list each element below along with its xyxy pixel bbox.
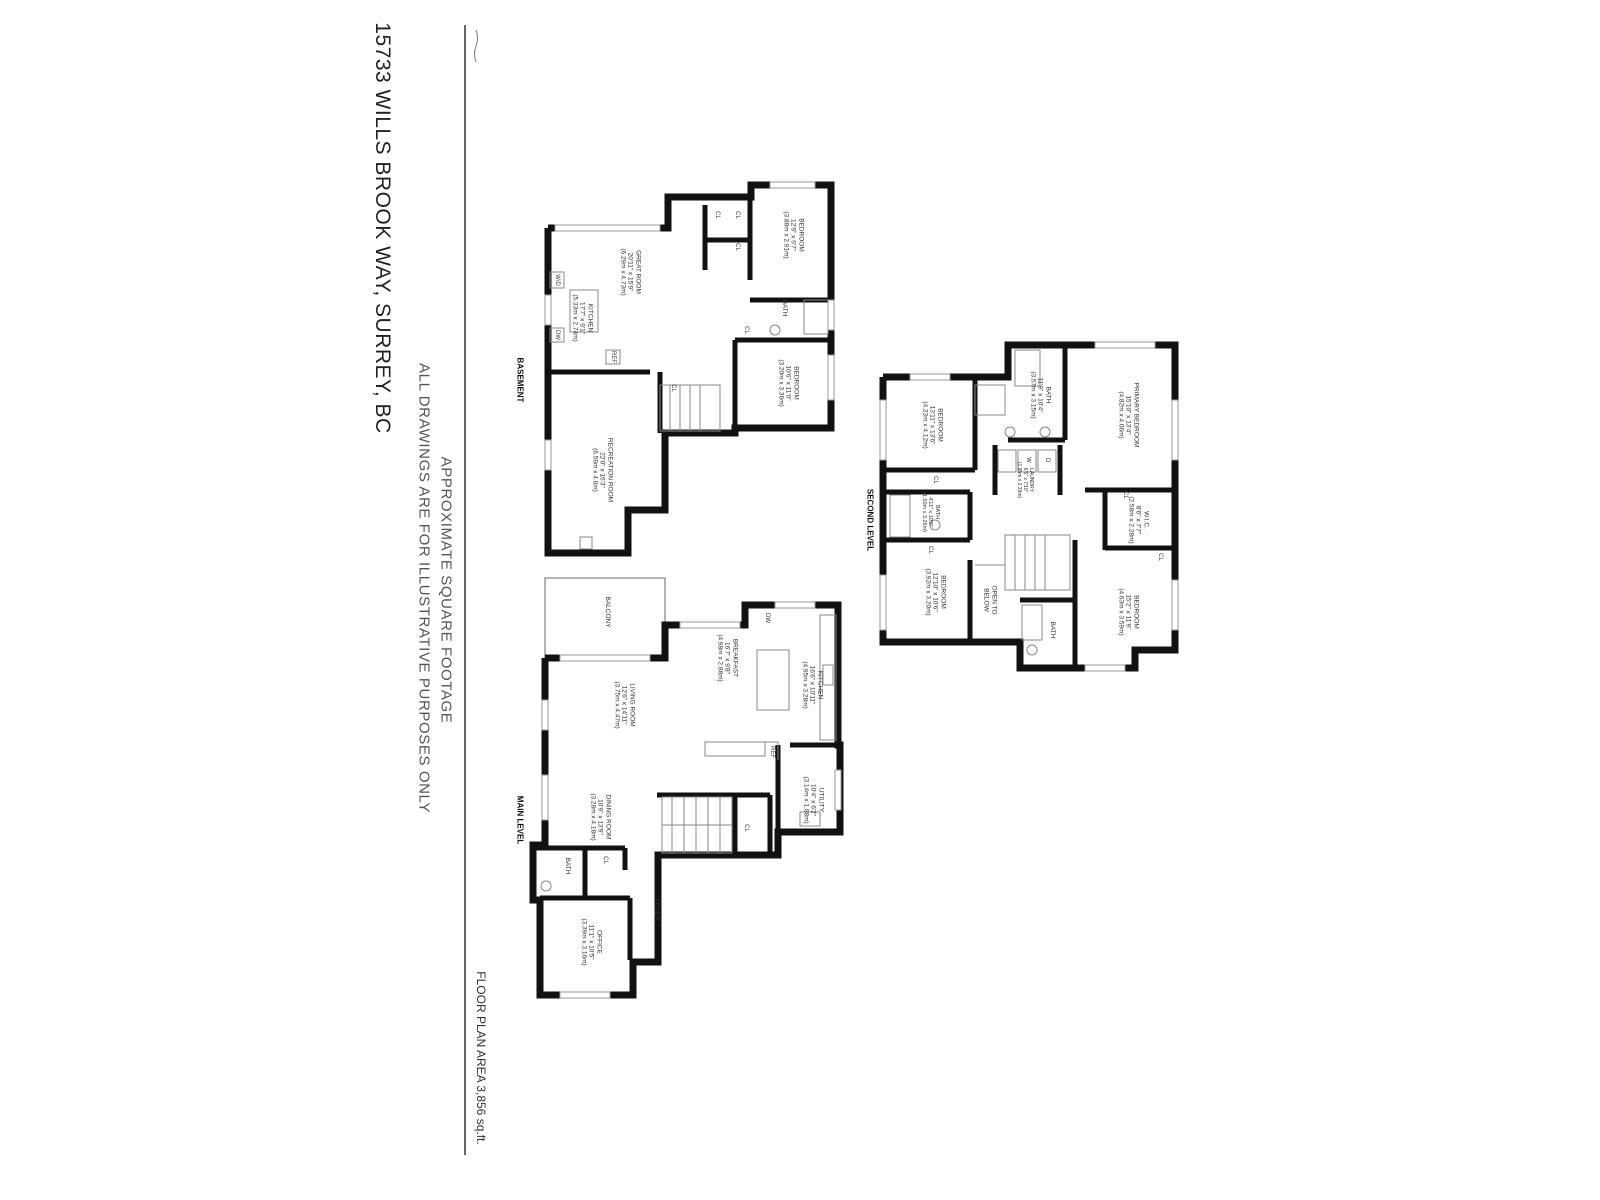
washer-dryer-label: W/D — [554, 274, 560, 286]
second-level-title: SECOND LEVEL — [865, 488, 875, 552]
closet-label: CL — [743, 326, 749, 334]
second-level-plan — [879, 341, 1179, 672]
fridge-label: REF — [769, 746, 775, 758]
closet-label: CL — [602, 856, 608, 864]
closet-label: CL — [932, 476, 938, 484]
closet-label: CL — [670, 384, 676, 392]
washer-label: W — [1025, 457, 1031, 463]
closet-label: CL — [714, 211, 720, 219]
closet-label: CL — [743, 824, 749, 832]
closet-label: CL — [734, 243, 740, 251]
basement-plan — [544, 181, 835, 557]
fridge-label: REF — [610, 351, 616, 363]
closet-label: CL — [1157, 553, 1163, 561]
room-label-basement-bath: BATH — [780, 299, 788, 317]
main-level-title: MAIN LEVEL — [515, 795, 525, 845]
room-label-walk-in-closet: W.I.C.8'6" x 7'7"(2.58m x 2.28m) — [1127, 496, 1150, 544]
room-label-main-bath: BATH — [563, 857, 571, 875]
room-label-balcony: BALCONY — [603, 596, 611, 628]
main-level-plan — [529, 577, 844, 999]
closet-label: CL — [927, 546, 933, 554]
room-label-foyer: FOYER — [652, 898, 660, 922]
dryer-label: D — [1044, 457, 1050, 463]
room-label-bath-3: BATH — [1048, 621, 1056, 639]
closet-label: CL — [1122, 491, 1128, 499]
scale-mark-icon — [474, 29, 478, 63]
basement-title: BASEMENT — [515, 357, 525, 403]
dishwasher-label: DW — [764, 613, 770, 623]
closet-label: CL — [734, 211, 740, 219]
dishwasher-label: DW — [554, 330, 560, 340]
